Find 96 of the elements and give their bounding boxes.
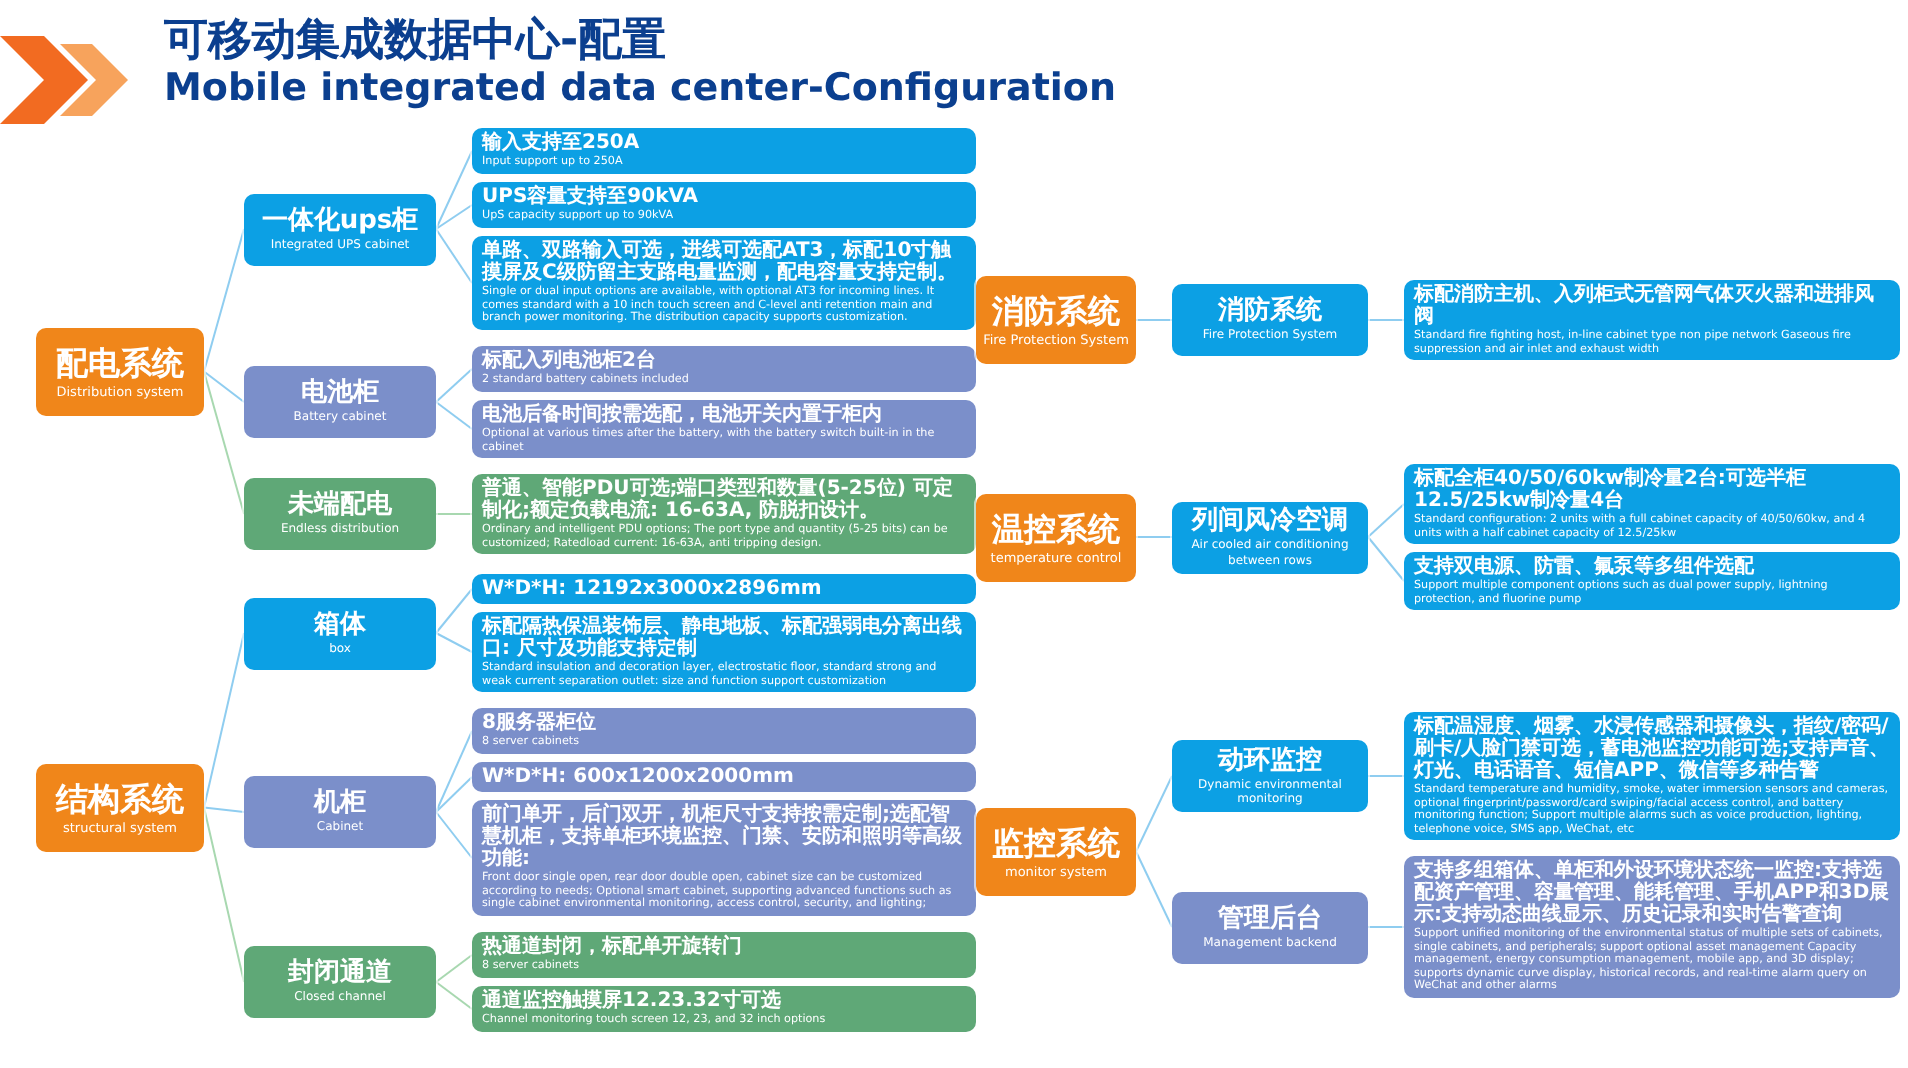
connector-line (435, 588, 473, 634)
heading-text: 标配入列电池柜2台 (482, 350, 658, 372)
subsystem-box (244, 946, 436, 1018)
heading-text: 标配隔热保温装饰层、静电地板、标配强弱电分离出线口: 尺寸及功能支持定制 (482, 616, 964, 660)
category-box (36, 763, 204, 852)
connector-line (1367, 319, 1405, 321)
detail-box (472, 400, 976, 459)
heading-text: 封闭通道 (286, 958, 394, 991)
heading-text: 标配温湿度、烟雾、水浸传感器和摄像头，指纹/密码/刷卡/人脸门禁可选，蓄电池监控功能可选;支持声音、灯光、电话语音、短信APP、微信等多种告警 (1414, 716, 1890, 782)
detail-box (1404, 856, 1900, 998)
subsystem-box (244, 478, 436, 550)
heading-text: 支持双电源、防雷、氟泵等多组件选配 (1414, 556, 1756, 578)
heading-text: UPS容量支持至90kVA (482, 186, 701, 208)
heading-text: 前门单开，后门双开，机柜尺寸支持按需定制;选配智慧机柜，支持单柜环境监控、门禁、安防和照明等高级功能: (482, 804, 964, 870)
heading-text: 消防系统 (1216, 296, 1324, 329)
connector-line (1367, 775, 1405, 777)
detail-box (472, 932, 976, 978)
detail-box (472, 182, 976, 228)
connector-line (435, 730, 473, 813)
connector-line (1135, 536, 1173, 538)
heading-text: 一体化ups柜 (259, 205, 421, 238)
subsystem-box (244, 193, 436, 265)
subsystem-box (1172, 891, 1368, 963)
detail-box (1404, 464, 1900, 545)
title: 可移动集成数据中心-配置 (164, 13, 667, 70)
connector-line (435, 954, 473, 983)
detail-box (1404, 552, 1900, 611)
detail-box (472, 346, 976, 392)
heading-text: 8服务器柜位 (482, 712, 598, 734)
connector-line (203, 228, 245, 373)
connector-line (203, 370, 245, 515)
connector-line (1135, 775, 1173, 853)
heading-text: 列间风冷空调 (1189, 506, 1350, 538)
detail-box (1404, 280, 1900, 361)
heading-text: 标配消防主机、入列柜式无管网气体灭火器和进排风阀 (1414, 284, 1876, 328)
connector-line (435, 776, 473, 813)
subtitle: Mobile integrated data center-Configuration (164, 66, 1117, 110)
connector-line (435, 632, 473, 653)
subsystem-box (1172, 501, 1368, 573)
heading-text: 机柜 (311, 788, 368, 821)
connector-line (203, 370, 245, 403)
detail-box (472, 708, 976, 754)
connector-line (1367, 926, 1405, 928)
detail-box (1404, 712, 1900, 841)
subsystem-box (1172, 740, 1368, 812)
heading-text: 结构系统 (53, 779, 186, 820)
heading-text: 未端配电 (286, 490, 394, 523)
heading-text: W*D*H: 12192x3000x2896mm (482, 578, 824, 600)
connector-line (435, 368, 473, 403)
heading-text: 消防系统 (990, 292, 1122, 332)
heading-text: 箱体 (312, 609, 368, 642)
category-box (976, 807, 1136, 896)
detail-box (472, 986, 976, 1032)
subsystem-box (244, 597, 436, 669)
category-box (36, 327, 204, 416)
heading-text: 普通、智能PDU可选;端口类型和数量(5-25位) 可定制化;额定负载电流: 16-63A, 防脱扣设计。 (482, 478, 955, 522)
subsystem-box (244, 776, 436, 848)
subsystem-box (1172, 284, 1368, 356)
connector-line (1135, 850, 1173, 928)
connector-line (1135, 319, 1173, 321)
heading-text: 配电系统 (54, 343, 186, 384)
detail-box (472, 236, 976, 330)
heading-text: 监控系统 (990, 823, 1122, 864)
connector-line (1367, 503, 1405, 538)
heading-text: W*D*H: 600x1200x2000mm (482, 766, 796, 788)
subsystem-box (244, 366, 436, 438)
category-box (976, 493, 1136, 581)
heading-text: 管理后台 (1216, 903, 1324, 936)
connector-line (435, 228, 473, 284)
heading-text: 通道监控触摸屏12.23.32寸可选 (482, 990, 783, 1012)
heading-text: 单路、双路输入可选，进线可选配AT3，标配10寸触摸屏及C级防留主支路电量监测，配电容量支持定制。 (482, 240, 959, 284)
connector-line (1367, 536, 1405, 582)
heading-text: 输入支持至250A (482, 132, 642, 154)
heading-text: 热通道封闭，标配单开旋转门 (482, 936, 744, 958)
connector-line (203, 806, 245, 813)
connector-line (435, 150, 473, 230)
detail-box (472, 574, 976, 604)
category-box (976, 276, 1136, 364)
detail-box (472, 612, 976, 693)
heading-text: 温控系统 (990, 509, 1122, 549)
connector-line (435, 401, 473, 430)
heading-text: 动环监控 (1215, 745, 1324, 777)
connector-line (435, 513, 473, 515)
connector-line (435, 981, 473, 1010)
heading-text: 电池后备时间按需选配，电池开关内置于柜内 (482, 404, 884, 426)
detail-box (472, 128, 976, 174)
detail-box (472, 762, 976, 792)
detail-box (472, 800, 976, 916)
detail-box (472, 474, 976, 555)
heading-text: 标配全柜40/50/60kw制冷量2台:可选半柜12.5/25kw制冷量4台 (1414, 468, 1808, 512)
connector-line (203, 632, 245, 809)
heading-text: 支持多组箱体、单柜和外设环境状态统一监控:支持选配资产管理、容量管理、能耗管理、手机APP和3D展示:支持动态曲线显示、历史记录和实时告警查询 (1414, 860, 1890, 926)
connector-line (435, 811, 473, 859)
connector-line (435, 204, 473, 230)
connector-line (203, 806, 245, 983)
heading-text: 电池柜 (299, 378, 381, 411)
